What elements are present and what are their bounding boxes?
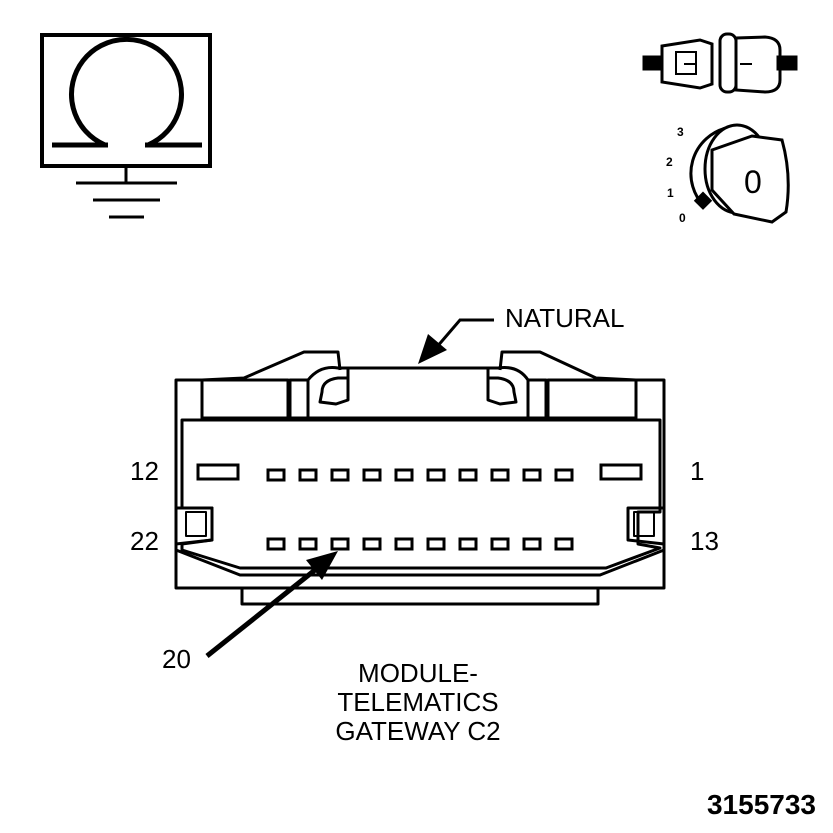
- bottom-row-pin-cavity: [362, 537, 382, 551]
- top-row-pin-cavity: [554, 468, 574, 482]
- top-row-pin-cavity: [490, 468, 510, 482]
- top-pin-row: [266, 468, 574, 482]
- ignition-position-1: 1: [667, 186, 674, 200]
- pin-label-1: 1: [690, 456, 704, 486]
- color-callout: NATURAL: [418, 303, 624, 364]
- bottom-row-pin-cavity: [298, 537, 318, 551]
- figure-number: 3155733: [707, 789, 816, 820]
- ignition-position-2: 2: [666, 155, 673, 169]
- top-row-pin-cavity: [362, 468, 382, 482]
- bottom-row-pin-cavity: [266, 537, 286, 551]
- ignition-key-label: 0: [744, 164, 762, 200]
- ignition-position-0: 0: [679, 211, 686, 225]
- bottom-row-pin-cavity: [394, 537, 414, 551]
- top-row-pin-cavity: [330, 468, 350, 482]
- bottom-row-pin-cavity: [522, 537, 542, 551]
- pin-label-13: 13: [690, 526, 719, 556]
- pin-20-callout: 20: [162, 551, 338, 674]
- top-row-pin-cavity: [522, 468, 542, 482]
- ignition-key-off-icon: 3 2 1 0 0: [666, 123, 790, 225]
- pin-label-12: 12: [130, 456, 159, 486]
- top-row-pin-cavity: [394, 468, 414, 482]
- ignition-position-3: 3: [677, 125, 684, 139]
- connector-title-line-3: GATEWAY C2: [335, 716, 500, 746]
- pin-label-20: 20: [162, 644, 191, 674]
- bottom-pin-row: [266, 537, 574, 551]
- bottom-row-pin-cavity: [490, 537, 510, 551]
- pin-cavity-1: [599, 463, 643, 481]
- disconnected-connector-icon: [642, 32, 798, 94]
- ohmmeter-ground-icon: [40, 33, 212, 219]
- bottom-row-pin-cavity: [554, 537, 574, 551]
- connector-face: [174, 350, 666, 606]
- connector-title-line-2: TELEMATICS: [337, 687, 498, 717]
- connector-color-label: NATURAL: [505, 303, 624, 333]
- connector-title-line-1: MODULE-: [358, 658, 478, 688]
- bottom-row-pin-cavity: [330, 537, 350, 551]
- pin-label-22: 22: [130, 526, 159, 556]
- top-row-pin-cavity: [426, 468, 446, 482]
- bottom-row-pin-cavity: [426, 537, 446, 551]
- top-row-pin-cavity: [298, 468, 318, 482]
- bottom-row-pin-cavity: [458, 537, 478, 551]
- pin-cavity-12: [196, 463, 240, 481]
- top-row-pin-cavity: [458, 468, 478, 482]
- top-row-pin-cavity: [266, 468, 286, 482]
